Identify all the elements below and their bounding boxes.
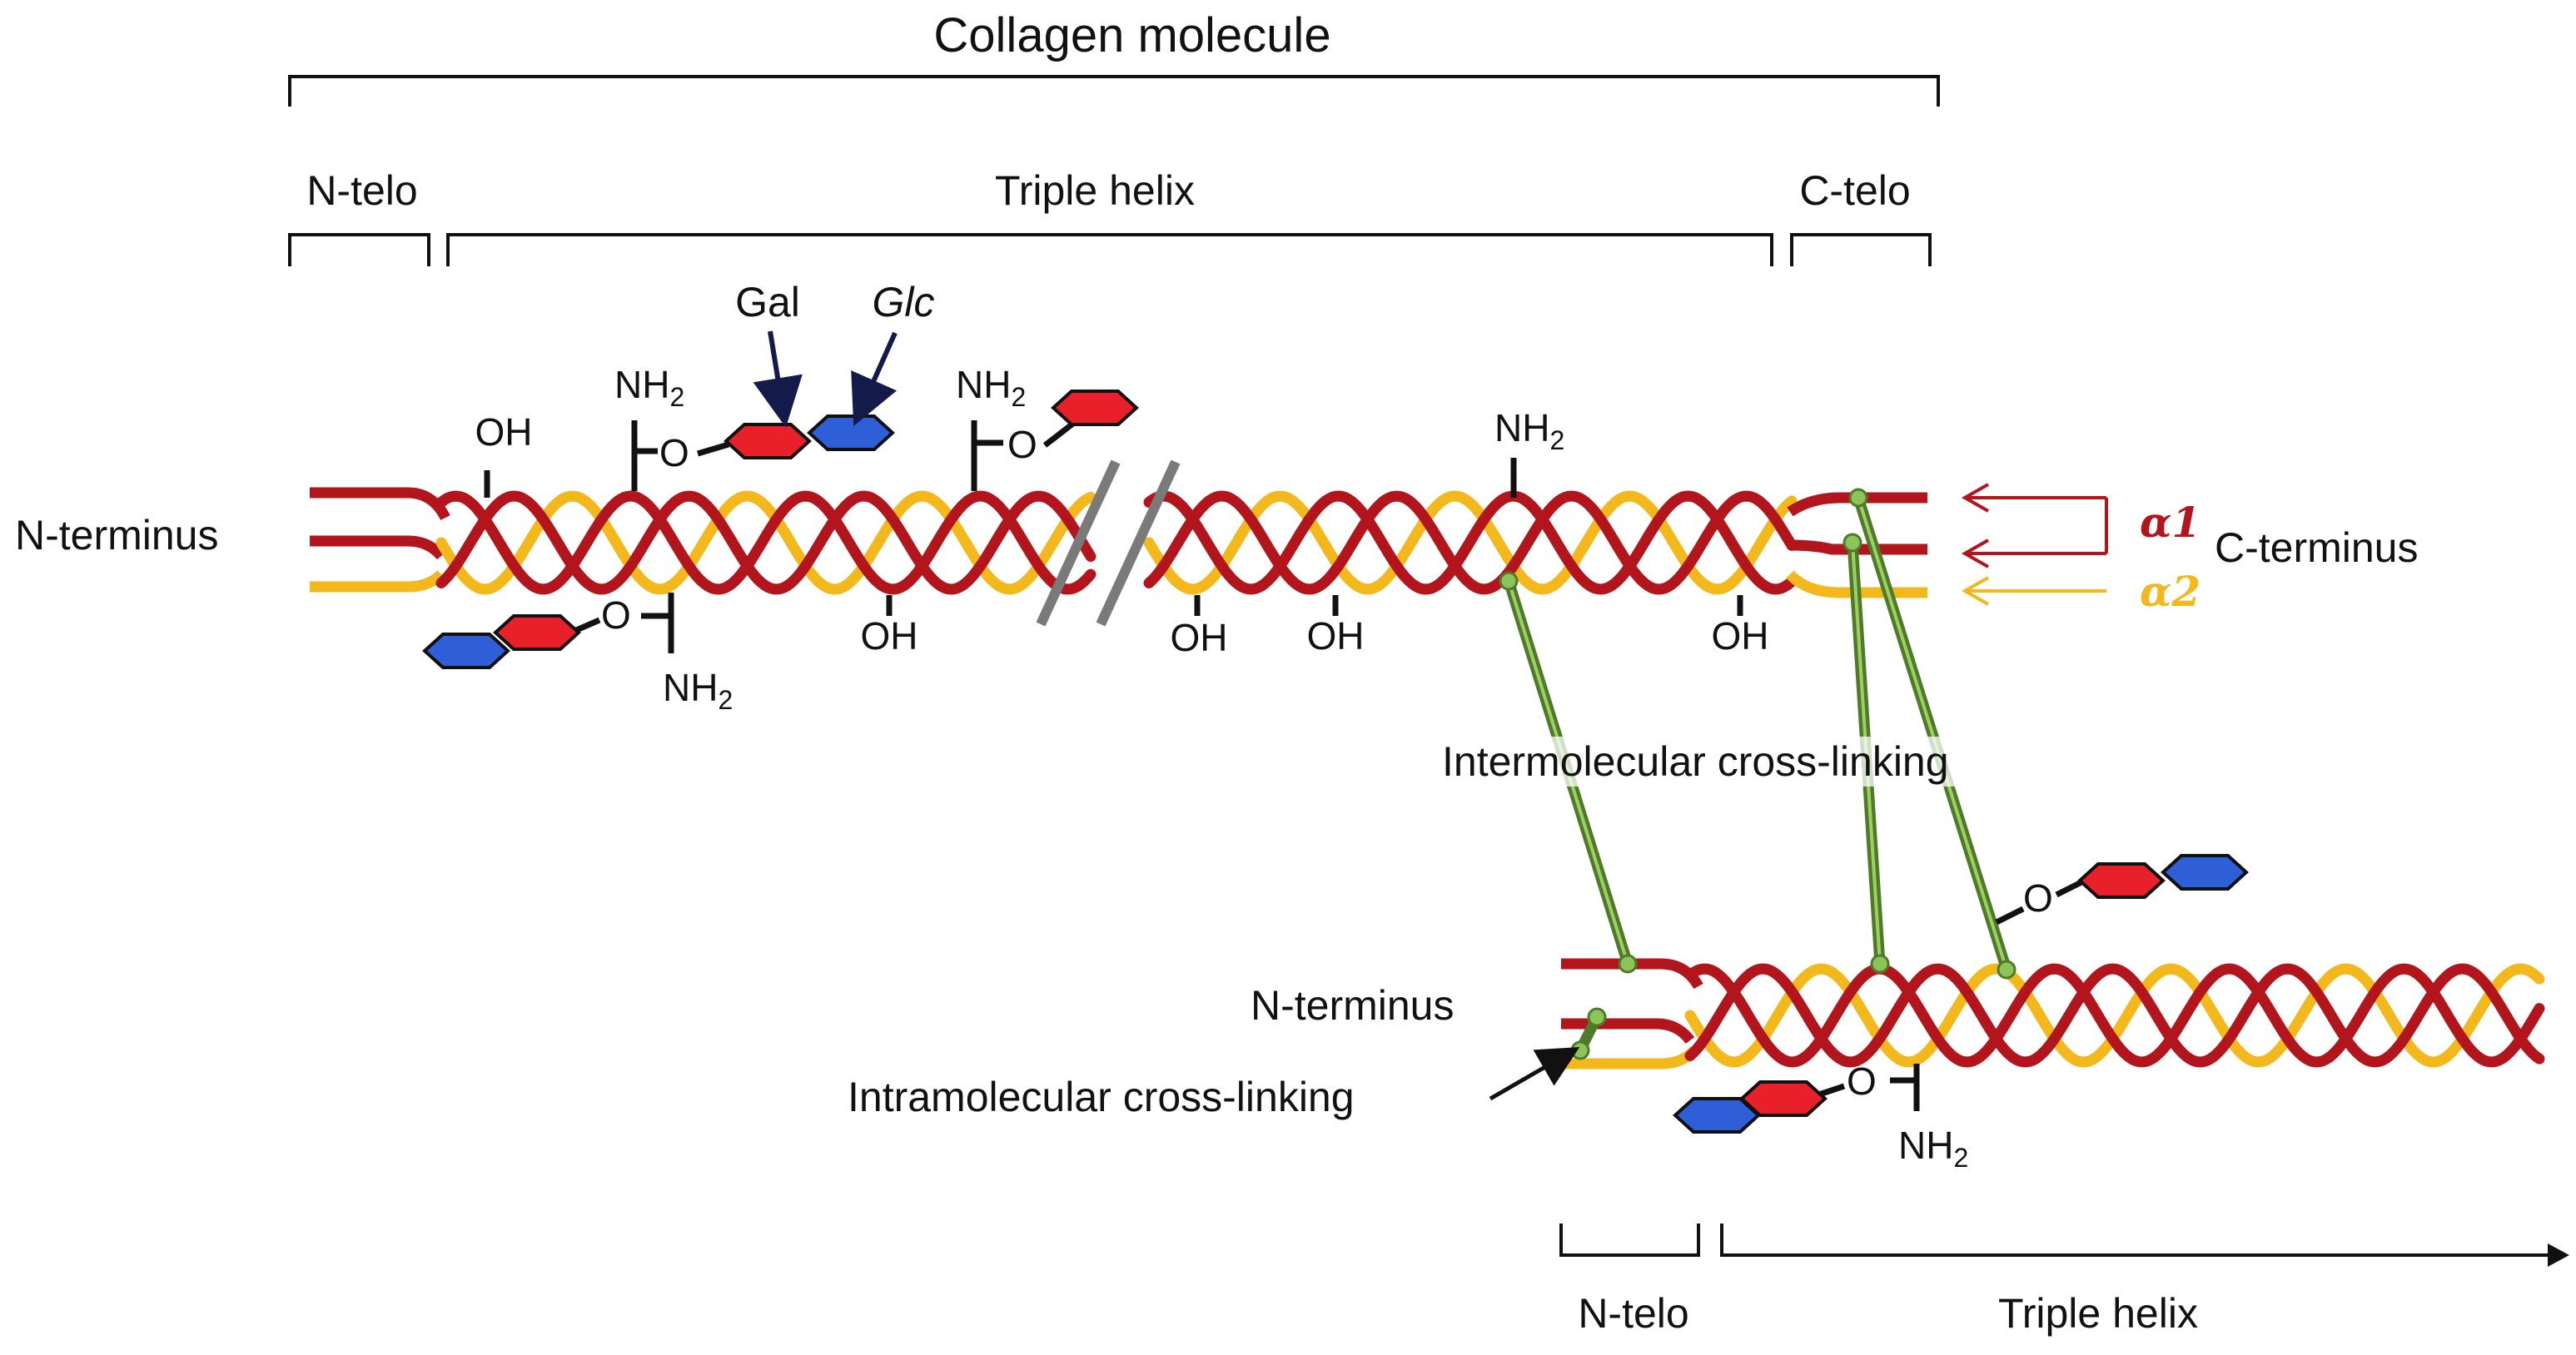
- amino-group-glycosylated: O NH2: [423, 593, 733, 715]
- intramolecular-cross-linking-label: Intramolecular cross-linking: [848, 1074, 1355, 1120]
- hydroxyl-group: OH: [1712, 595, 1769, 658]
- alpha1-strand: [435, 490, 1097, 595]
- galactose-icon: [1052, 390, 1138, 426]
- n-telo-label-top: N-telo: [306, 167, 417, 214]
- gal-arrow: [753, 330, 803, 428]
- svg-text:NH2: NH2: [663, 666, 733, 715]
- triple-helix-label-bottom: Triple helix: [1998, 1290, 2198, 1337]
- collagen-molecule-bracket: [288, 75, 1940, 107]
- hydroxyl-group: OH: [1307, 595, 1365, 658]
- triple-helix-arrow-bottom: [1720, 1223, 2548, 1257]
- bottom-triple-helix: [1684, 963, 2545, 1068]
- helix-break-marks: [1036, 459, 1181, 627]
- svg-text:O: O: [659, 431, 689, 474]
- hydroxyl-group: OH: [861, 595, 918, 658]
- galactose-icon: [494, 614, 580, 651]
- c-telo-label-top: C-telo: [1799, 167, 1910, 214]
- collagen-molecule-bottom: [1561, 958, 2545, 1070]
- gal-label: Gal: [735, 279, 800, 325]
- glucose-icon: [808, 414, 894, 451]
- alpha2-strand: [1143, 490, 1798, 595]
- alpha1-label: α1: [2140, 498, 2201, 547]
- svg-text:NH2: NH2: [1494, 406, 1564, 455]
- collagen-molecule-top: [310, 459, 1927, 627]
- intermolecular-cross-linking-label: Intermolecular cross-linking: [1442, 738, 1949, 785]
- glucose-icon: [2161, 854, 2248, 891]
- svg-text:O: O: [1847, 1060, 1877, 1103]
- svg-text:NH2: NH2: [614, 363, 684, 412]
- glycosylated-hydroxylysine: O: [1995, 854, 2248, 926]
- svg-text:NH2: NH2: [956, 363, 1026, 412]
- top-n-telopeptide: [310, 487, 450, 593]
- glc-arrow: [851, 331, 898, 426]
- alpha1-chain-arrows: [1961, 483, 2108, 568]
- top-c-telopeptide: [1786, 492, 1927, 598]
- alpha1-strand: [1143, 490, 1798, 595]
- triple-helix-bracket-top: [446, 233, 1773, 266]
- hydroxyl-group: OH: [475, 410, 533, 498]
- hydroxyl-group: OH: [1171, 595, 1228, 659]
- label-halo: [1440, 737, 2061, 787]
- alpha2-strand: [1684, 963, 2545, 1068]
- arrowhead-icon: [2548, 1243, 2569, 1267]
- alpha1-strand: [1143, 490, 1798, 595]
- top-triple-helix-segment-left: [435, 490, 1097, 595]
- n-telo-bracket-bottom: [1559, 1223, 1700, 1257]
- svg-text:OH: OH: [1171, 616, 1228, 659]
- galactose-icon: [2078, 862, 2165, 899]
- n-telo-bracket-top: [288, 233, 430, 266]
- top-triple-helix-segment-right: [1143, 490, 1798, 595]
- c-terminus-label: C-terminus: [2215, 524, 2418, 571]
- svg-text:O: O: [2023, 876, 2053, 920]
- amino-group-glycosylated: NH2 O: [614, 363, 894, 491]
- amino-group-glycosylated: NH2 O: [956, 363, 1138, 491]
- svg-text:O: O: [601, 593, 631, 637]
- svg-text:OH: OH: [475, 410, 533, 454]
- glucose-icon: [423, 633, 510, 669]
- triple-helix-label-top: Triple helix: [995, 167, 1195, 214]
- svg-text:O: O: [1007, 423, 1037, 466]
- galactose-icon: [724, 423, 811, 459]
- n-terminus-label-bottom: N-terminus: [1251, 982, 1454, 1029]
- svg-text:OH: OH: [1712, 614, 1769, 658]
- collagen-molecule-label: Collagen molecule: [933, 8, 1330, 62]
- alpha2-strand: [435, 490, 1097, 595]
- intermolecular-cross-link: [1848, 488, 2017, 980]
- n-telo-label-bottom: N-telo: [1578, 1290, 1688, 1337]
- amino-group: NH2: [1494, 406, 1564, 498]
- amino-group-glycosylated: O NH2: [1673, 1060, 1968, 1173]
- svg-text:NH2: NH2: [1898, 1124, 1968, 1173]
- glc-label: Glc: [873, 279, 935, 325]
- alpha1-strand: [1684, 963, 2545, 1068]
- intramolecular-cross-link: [1570, 1007, 1607, 1060]
- alpha2-label: α2: [2140, 567, 2201, 616]
- intramolecular-arrow: [1489, 1046, 1580, 1101]
- svg-text:OH: OH: [1307, 614, 1365, 658]
- svg-text:OH: OH: [861, 614, 918, 658]
- n-terminus-label-top: N-terminus: [15, 512, 218, 558]
- glucose-icon: [1673, 1097, 1760, 1134]
- alpha2-chain-arrow: [1961, 576, 2106, 606]
- c-telo-bracket-top: [1790, 233, 1932, 266]
